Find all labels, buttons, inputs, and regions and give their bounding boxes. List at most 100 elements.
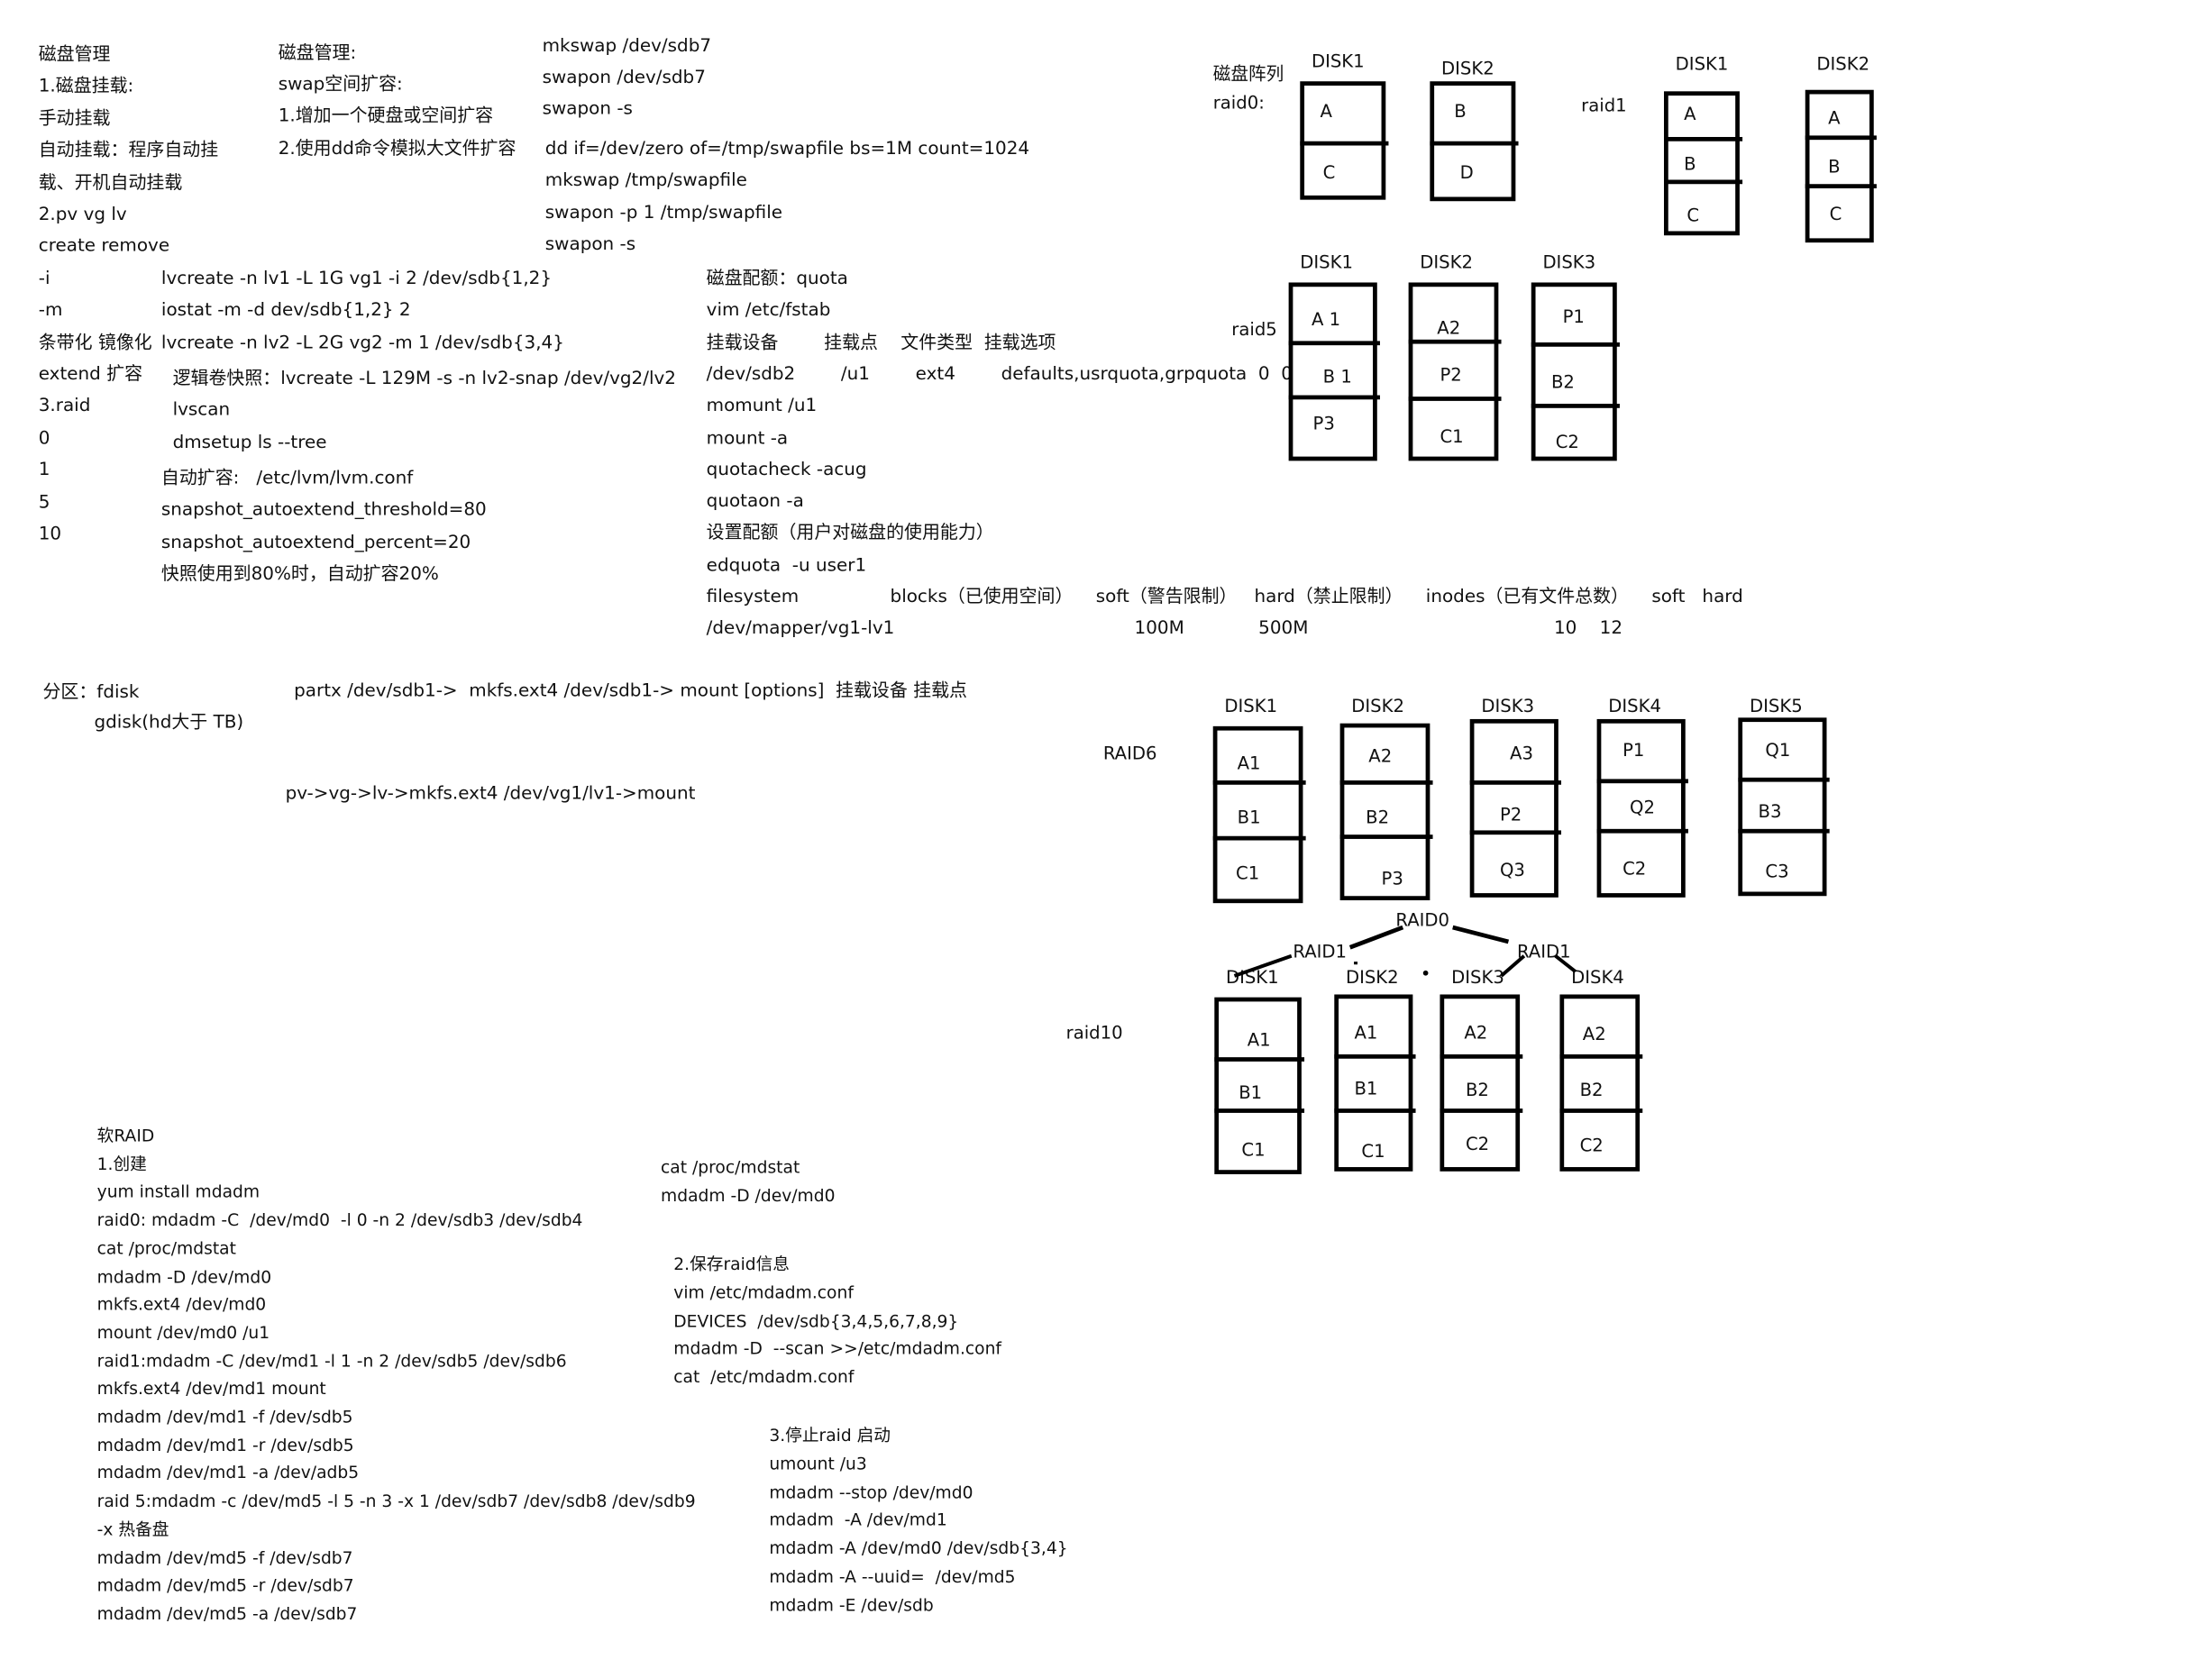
saveraid-line: mdadm -D --scan >>/etc/mdadm.conf: [673, 1338, 1002, 1359]
swapcmds1-line: swapon -s: [542, 97, 633, 120]
quota-line: filesystem blocks（已使用空间） soft（警告限制） hard…: [706, 585, 1743, 606]
saveraid-line: 2.保存raid信息: [673, 1254, 790, 1274]
disk-divider: [1596, 828, 1688, 834]
disk-divider: [1559, 1108, 1643, 1113]
disk-box: [1288, 282, 1377, 461]
data-block: C1: [1236, 862, 1260, 884]
data-block: Q3: [1499, 859, 1525, 880]
disk-divider: [1805, 135, 1877, 141]
data-block: A: [1684, 102, 1696, 124]
quota-line: 磁盘配额：quota: [706, 267, 848, 288]
disk-label: DISK2: [1351, 695, 1404, 716]
swapcmds2-line: mkswap /tmp/swapfile: [544, 169, 747, 191]
data-block: C2: [1579, 1134, 1604, 1156]
col1-line: 2.pv vg lv: [38, 202, 127, 224]
raid0-caption: 磁盘阵列: [1212, 62, 1284, 85]
disk-divider: [1430, 141, 1519, 146]
disk-label: DISK2: [1345, 965, 1399, 988]
stopraid-line: mdadm -A --uuid= /dev/md5: [769, 1566, 1016, 1587]
partition-line: 分区：fdisk: [42, 680, 140, 702]
disk-label: DISK1: [1311, 50, 1365, 72]
disk-box: [1214, 997, 1302, 1174]
disk-label: DISK1: [1675, 52, 1729, 75]
col1-line: -m: [38, 298, 63, 320]
disk-box: [1408, 282, 1499, 461]
data-block: B2: [1366, 806, 1390, 828]
data-block: C2: [1555, 431, 1579, 452]
softraid-line: raid1:mdadm -C /dev/md1 -l 1 -n 2 /dev/s…: [96, 1350, 567, 1371]
disk-divider: [1469, 830, 1562, 835]
data-block: B: [1684, 152, 1696, 175]
data-block: B2: [1465, 1078, 1489, 1100]
data-block: C2: [1622, 857, 1647, 880]
disk-divider: [1805, 184, 1877, 188]
disk-label: DISK2: [1441, 57, 1494, 79]
saveraid-line: cat /etc/mdadm.conf: [673, 1367, 855, 1388]
raid1-caption: raid1: [1581, 94, 1627, 116]
swapcmds1-line: swapon /dev/sdb7: [542, 66, 706, 87]
data-block: A1: [1354, 1021, 1378, 1044]
data-block: B 1: [1322, 365, 1352, 388]
swapcmds2-line: swapon -s: [544, 233, 636, 255]
disk-box: [1596, 718, 1686, 898]
data-block: A2: [1464, 1021, 1488, 1044]
quota-line: /dev/sdb2 /u1 ext4 defaults,usrquota,grp…: [706, 361, 1293, 384]
softraid-line: mdadm /dev/md1 -r /dev/sdb5: [96, 1435, 354, 1455]
quota-line: momunt /u1: [706, 394, 818, 416]
data-block: C: [1686, 204, 1700, 226]
data-block: B: [1454, 99, 1467, 122]
swapcmds2-line: dd if=/dev/zero of=/tmp/swapfile bs=1M c…: [544, 136, 1030, 159]
disk-box: [1212, 725, 1303, 904]
quota-line: mount -a: [706, 425, 789, 448]
snapshot-line: dmsetup ls --tree: [172, 430, 327, 452]
data-block: A1: [1237, 752, 1261, 774]
autoextend-line: snapshot_autoextend_threshold=80: [160, 498, 487, 520]
disk-label: DISK1: [1224, 695, 1278, 716]
data-block: C: [1322, 160, 1336, 183]
data-block: A3: [1510, 742, 1533, 764]
disk-box: [1664, 91, 1740, 236]
data-block: P2: [1499, 803, 1522, 825]
disk-label: DISK2: [1816, 52, 1870, 75]
disk-label: DISK3: [1542, 251, 1596, 273]
data-block: B3: [1758, 800, 1782, 822]
pv-flow: pv->vg->lv->mkfs.ext4 /dev/vg1/lv1->moun…: [285, 781, 696, 804]
disk-label: DISK4: [1571, 965, 1624, 988]
disk-divider: [1214, 1057, 1305, 1062]
disk-divider: [1339, 780, 1433, 785]
saveraid-line: DEVICES /dev/sdb{3,4,5,6,7,8,9}: [673, 1310, 959, 1331]
col1-line: 1: [38, 458, 50, 480]
stopraid-line: 3.停止raid 启动: [769, 1425, 891, 1446]
quota-line: 挂载设备 挂载点 文件类型 挂载选项: [706, 330, 1056, 352]
swap-line: 1.增加一个硬盘或空间扩容: [278, 105, 494, 126]
disk-box: [1339, 723, 1430, 900]
col1-line: -i: [38, 266, 50, 288]
disk-divider: [1408, 339, 1502, 344]
disk-divider: [1408, 397, 1502, 401]
data-block: P1: [1622, 739, 1645, 761]
softraid-line: -x 热备盘: [96, 1519, 169, 1539]
disk-divider: [1738, 777, 1830, 782]
disk-divider: [1531, 342, 1620, 347]
autoextend-line: 快照使用到80%时，自动扩容20%: [160, 562, 439, 584]
disk-divider: [1664, 136, 1743, 141]
disk-divider: [1300, 141, 1389, 146]
snapshot-line: lvscan: [172, 398, 231, 421]
stopraid-line: umount /u3: [769, 1453, 867, 1474]
softraid-line: 软RAID: [96, 1126, 155, 1146]
col1-line: extend 扩容: [38, 362, 143, 384]
quota-line: quotaon -a: [706, 489, 804, 511]
mdstat-line: cat /proc/mdstat: [661, 1156, 800, 1178]
data-block: P2: [1440, 363, 1462, 386]
data-block: P1: [1562, 305, 1585, 327]
stopraid-line: mdadm -A /dev/md1: [769, 1509, 947, 1530]
disk-divider: [1440, 1108, 1523, 1113]
softraid-line: cat /proc/mdstat: [96, 1237, 236, 1259]
col1-line: 自动挂载：程序自动挂: [38, 138, 219, 160]
stopraid-line: mdadm -E /dev/sdb: [769, 1594, 934, 1615]
disk-divider: [1334, 1053, 1416, 1059]
disk-divider: [1738, 828, 1830, 834]
col1-line: 磁盘管理: [38, 42, 111, 65]
